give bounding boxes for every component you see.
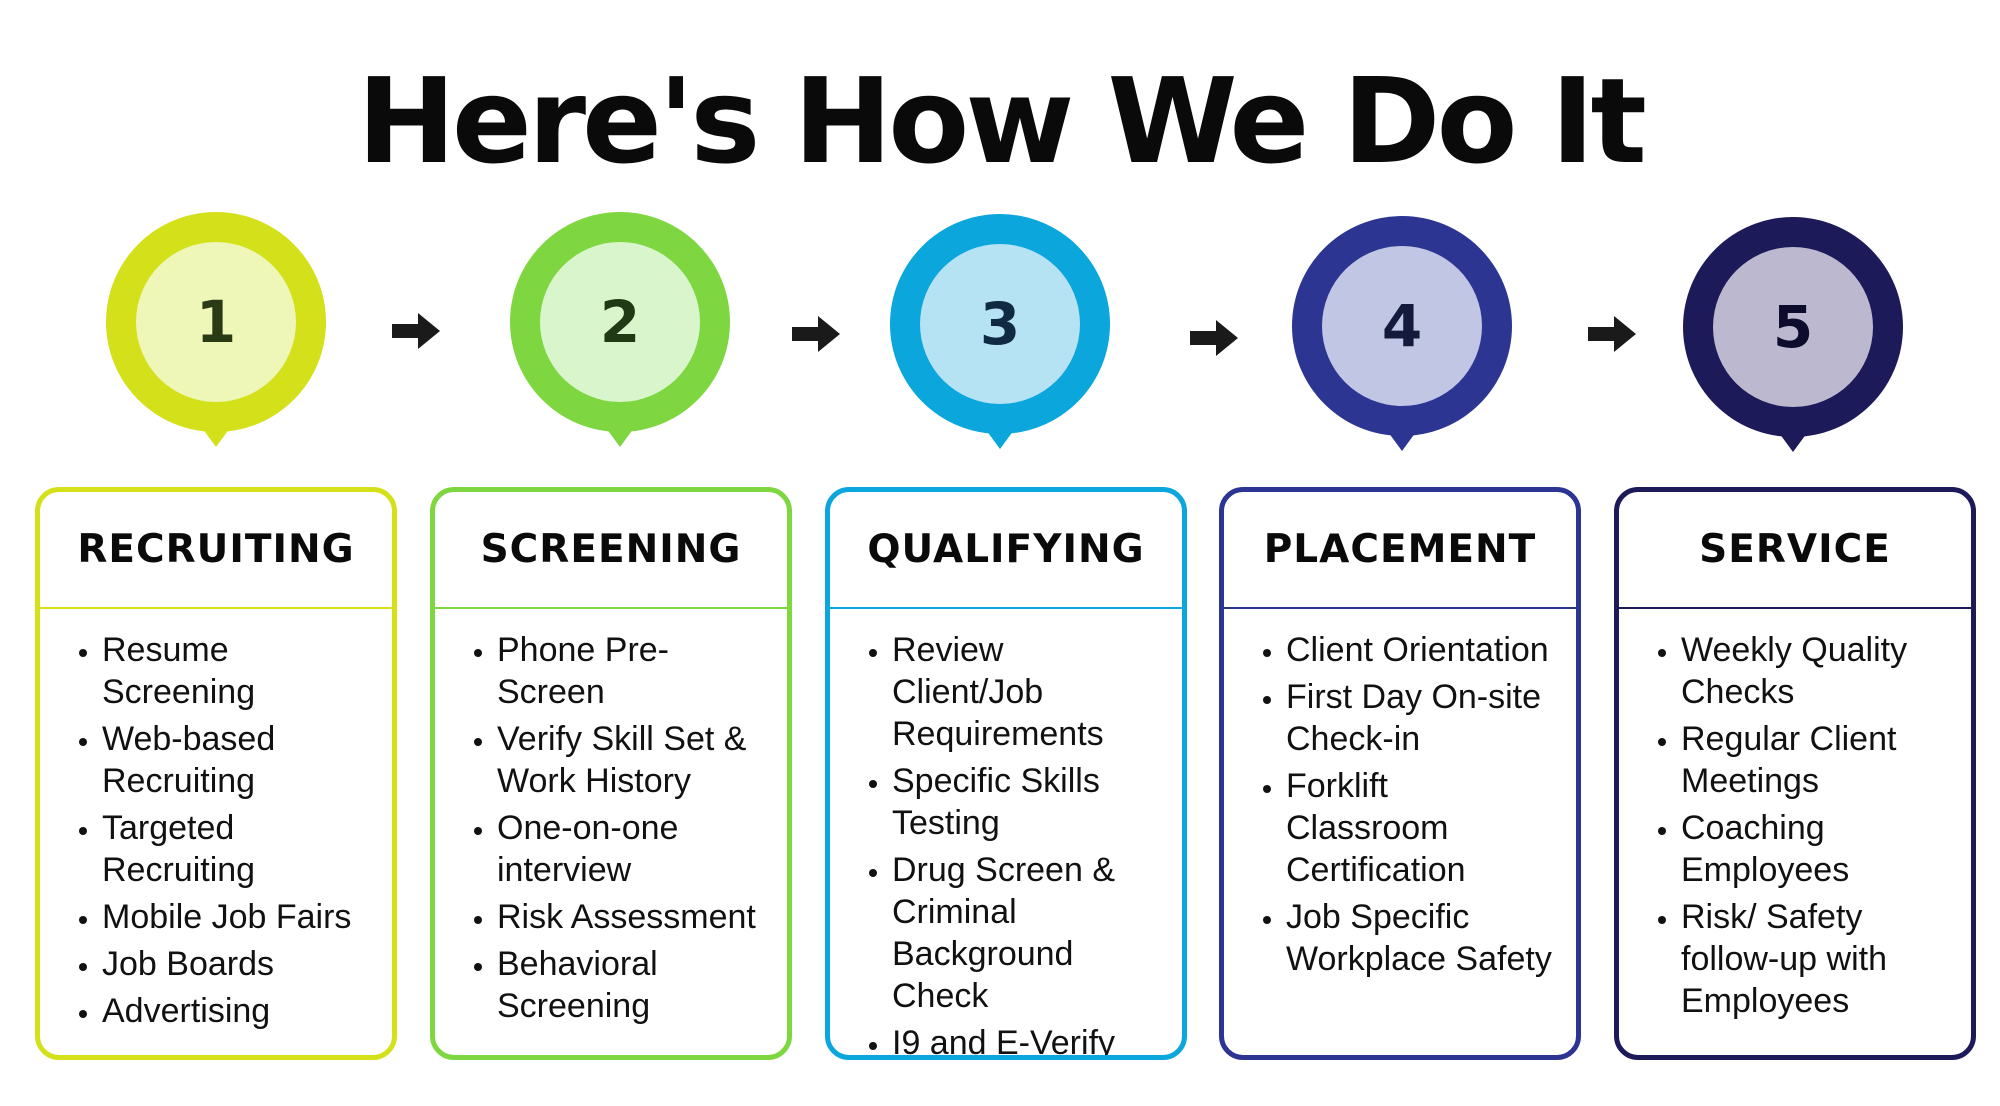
list-item: Mobile Job Fairs [102, 896, 374, 938]
step-3-marker: 3 [880, 214, 1120, 464]
card-heading: PLACEMENT [1263, 527, 1537, 572]
list-item: Behavioral Screening [497, 943, 769, 1027]
card-item-list: Client OrientationFirst Day On-site Chec… [1224, 609, 1576, 980]
step-number: 1 [136, 242, 296, 402]
step-2-marker: 2 [500, 212, 740, 462]
list-item: First Day On-site Check-in [1286, 676, 1558, 760]
arrow-right-icon [1588, 316, 1636, 352]
step-number: 2 [540, 242, 700, 402]
list-item: Drug Screen & Criminal Background Check [892, 849, 1164, 1017]
card-item-list: Resume ScreeningWeb-based RecruitingTarg… [40, 609, 392, 1032]
list-item: Phone Pre-Screen [497, 629, 769, 713]
list-item: Targeted Recruiting [102, 807, 374, 891]
step-2-card: SCREENING Phone Pre-ScreenVerify Skill Se… [430, 487, 792, 1060]
step-3-card: QUALIFYING Review Client/Job Requirements… [825, 487, 1187, 1060]
list-item: Job Boards [102, 943, 374, 985]
step-number: 3 [920, 244, 1080, 404]
list-item: Weekly Quality Checks [1681, 629, 1953, 713]
card-item-list: Weekly Quality ChecksRegular Client Meet… [1619, 609, 1971, 1022]
step-4-card: PLACEMENT Client OrientationFirst Day On-… [1219, 487, 1581, 1060]
card-heading: RECRUITING [77, 527, 355, 572]
card-divider [830, 607, 1182, 609]
card-divider [40, 607, 392, 609]
step-1-marker: 1 [96, 212, 336, 462]
step-5-card: SERVICE Weekly Quality ChecksRegular Clie… [1614, 487, 1976, 1060]
card-divider [1224, 607, 1576, 609]
list-item: One-on-one interview [497, 807, 769, 891]
list-item: Client Orientation [1286, 629, 1558, 671]
step-number: 5 [1713, 247, 1873, 407]
list-item: Advertising [102, 990, 374, 1032]
step-4-marker: 4 [1282, 216, 1522, 466]
list-item: Web-based Recruiting [102, 718, 374, 802]
page-title: Here's How We Do It [357, 52, 1647, 190]
card-heading: SCREENING [480, 527, 742, 572]
list-item: Verify Skill Set & Work History [497, 718, 769, 802]
arrow-right-icon [792, 316, 840, 352]
arrow-right-icon [1190, 320, 1238, 356]
list-item: Risk Assessment [497, 896, 769, 938]
card-divider [1619, 607, 1971, 609]
card-divider [435, 607, 787, 609]
card-item-list: Review Client/Job RequirementsSpecific S… [830, 609, 1182, 1055]
list-item: I9 and E-Verify [892, 1022, 1164, 1055]
card-item-list: Phone Pre-ScreenVerify Skill Set & Work … [435, 609, 787, 1027]
list-item: Regular Client Meetings [1681, 718, 1953, 802]
list-item: Review Client/Job Requirements [892, 629, 1164, 755]
list-item: Risk/ Safety follow-up with Employees [1681, 896, 1953, 1022]
card-heading: SERVICE [1699, 527, 1891, 572]
step-1-card: RECRUITING Resume ScreeningWeb-based Recr… [35, 487, 397, 1060]
list-item: Forklift Classroom Certification [1286, 765, 1558, 891]
list-item: Job Specific Workplace Safety [1286, 896, 1558, 980]
step-5-marker: 5 [1673, 217, 1913, 467]
list-item: Coaching Employees [1681, 807, 1953, 891]
list-item: Resume Screening [102, 629, 374, 713]
step-number: 4 [1322, 246, 1482, 406]
card-heading: QUALIFYING [867, 527, 1145, 572]
arrow-right-icon [392, 313, 440, 349]
list-item: Specific Skills Testing [892, 760, 1164, 844]
